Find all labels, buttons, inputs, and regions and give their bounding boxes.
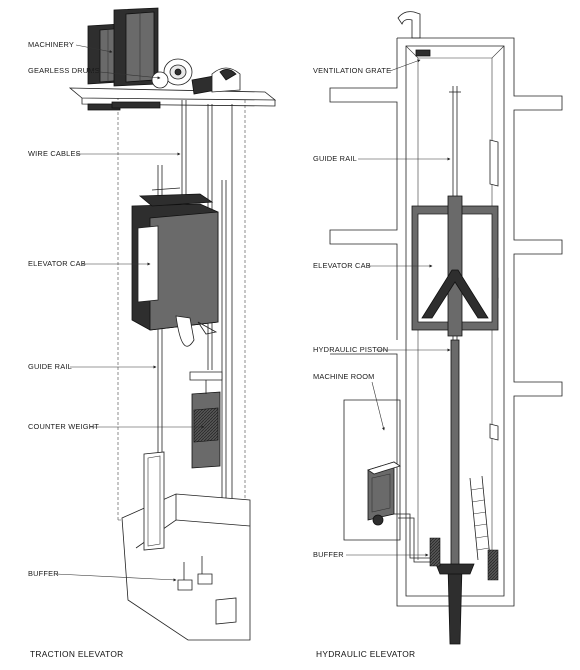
traction-buffers [177, 556, 237, 625]
counterweight [189, 371, 223, 469]
label-guide-rail: GUIDE RAIL [28, 362, 72, 371]
label-wire-cables: WIRE CABLES [28, 149, 81, 158]
machine-room-slab [68, 87, 277, 101]
label-hydraulic-elevator-cab: ELEVATOR CAB [313, 261, 371, 270]
traction-labels: MACHINERY GEARLESS DRUMS WIRE CABLES ELE… [28, 40, 205, 659]
label-hydraulic-piston: HYDRAULIC PISTON [313, 345, 388, 354]
traction-elevator-cab [131, 187, 219, 347]
traction-elevator-drawing [68, 7, 277, 641]
label-hydraulic-guide-rail: GUIDE RAIL [313, 154, 357, 163]
label-machinery: MACHINERY [28, 40, 74, 49]
pit-ladder [469, 475, 491, 561]
hydraulic-labels: VENTILATION GRATE GUIDE RAIL ELEVATOR CA… [313, 59, 451, 659]
label-counter-weight: COUNTER WEIGHT [28, 422, 99, 431]
hydraulic-buffers [429, 537, 499, 581]
caption-hydraulic-elevator: HYDRAULIC ELEVATOR [316, 649, 415, 659]
label-hydraulic-buffer: BUFFER [313, 550, 344, 559]
hydraulic-elevator-drawing [329, 11, 563, 645]
hydraulic-machine-room [343, 399, 440, 563]
hydraulic-piston [435, 339, 475, 645]
label-machine-room: MACHINE ROOM [313, 372, 375, 381]
label-elevator-cab: ELEVATOR CAB [28, 259, 86, 268]
caption-traction-elevator: TRACTION ELEVATOR [30, 649, 124, 659]
label-gearless-drums: GEARLESS DRUMS [28, 66, 100, 75]
label-ventilation-grate: VENTILATION GRATE [313, 66, 391, 75]
machinery-cabinets [87, 7, 159, 87]
label-buffer: BUFFER [28, 569, 59, 578]
gearless-drums [151, 58, 241, 95]
hydraulic-elevator-cab [411, 195, 499, 337]
